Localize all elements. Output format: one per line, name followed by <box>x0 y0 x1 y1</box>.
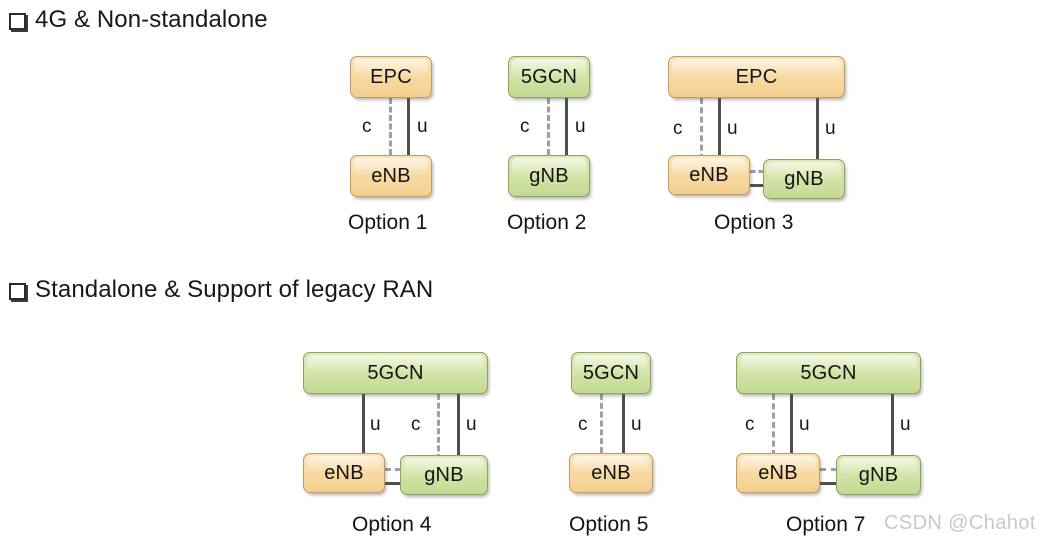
node-label: eNB <box>758 461 798 484</box>
node-radio-gnb[interactable]: gNB <box>400 455 488 495</box>
node-label: eNB <box>371 164 411 187</box>
edge-label-u-right: u <box>466 414 477 435</box>
link-control-plane-dashed <box>437 394 440 460</box>
link-enb-gnb-solid <box>750 184 764 187</box>
edge-label-u-left: u <box>727 118 738 139</box>
node-core-5gcn[interactable]: 5GCN <box>736 352 921 394</box>
link-enb-gnb-dashed <box>385 468 401 471</box>
edge-label-u: u <box>417 116 428 137</box>
node-radio-gnb[interactable]: gNB <box>508 155 590 197</box>
option-caption-4: Option 4 <box>352 513 432 536</box>
node-radio-enb[interactable]: eNB <box>303 453 385 493</box>
hollow-square-bullet-icon <box>9 12 26 30</box>
edge-label-c: c <box>362 116 372 137</box>
edge-label-c: c <box>745 414 755 435</box>
edge-label-c: c <box>520 116 530 137</box>
section-heading-sa-legacy: Standalone & Support of legacy RAN <box>9 276 433 304</box>
link-enb-gnb-dashed <box>820 468 837 471</box>
node-label: gNB <box>529 164 569 187</box>
node-radio-enb[interactable]: eNB <box>668 155 750 195</box>
edge-label-u-left: u <box>370 414 381 435</box>
edge-label-u: u <box>631 414 642 435</box>
link-control-plane-dashed <box>772 394 775 456</box>
node-label: eNB <box>324 461 364 484</box>
node-core-5gcn[interactable]: 5GCN <box>508 56 590 98</box>
watermark-text: CSDN @Chahot <box>884 512 1036 534</box>
node-label: 5GCN <box>367 361 424 384</box>
edge-label-c: c <box>411 414 421 435</box>
link-enb-gnb-dashed <box>750 170 764 173</box>
link-user-plane-solid-gnb <box>457 394 460 460</box>
link-user-plane-solid-enb <box>790 394 793 456</box>
node-label: EPC <box>370 65 412 88</box>
option-caption-1: Option 1 <box>348 211 428 234</box>
link-user-plane-solid-enb <box>362 394 365 456</box>
edge-label-c: c <box>578 414 588 435</box>
node-radio-gnb[interactable]: gNB <box>763 159 845 199</box>
node-label: gNB <box>424 463 464 486</box>
option-caption-5: Option 5 <box>569 513 649 536</box>
node-label: 5GCN <box>582 361 640 384</box>
edge-label-u-right: u <box>900 414 911 435</box>
edge-label-u-right: u <box>825 118 836 139</box>
edge-label-u: u <box>575 116 586 137</box>
link-control-plane-dashed <box>547 98 550 155</box>
option-caption-3: Option 3 <box>714 211 794 234</box>
node-label: gNB <box>858 463 899 486</box>
hollow-square-bullet-icon <box>9 282 26 300</box>
link-control-plane-dashed <box>600 394 603 453</box>
node-label: EPC <box>735 65 778 88</box>
edge-label-u-left: u <box>799 414 810 435</box>
option-caption-2: Option 2 <box>507 211 587 234</box>
section-title: Standalone & Support of legacy RAN <box>35 276 434 303</box>
node-label: eNB <box>591 461 631 484</box>
node-label: gNB <box>784 167 824 190</box>
edge-label-c: c <box>673 118 683 139</box>
link-enb-gnb-solid <box>820 482 837 485</box>
link-user-plane-solid <box>407 98 410 155</box>
link-control-plane-dashed <box>389 98 392 155</box>
node-label: eNB <box>689 163 729 186</box>
node-radio-enb[interactable]: eNB <box>350 155 432 197</box>
node-label: 5GCN <box>800 361 857 384</box>
link-user-plane-solid-enb <box>718 98 721 160</box>
link-user-plane-solid-gnb <box>816 98 819 160</box>
node-core-5gcn[interactable]: 5GCN <box>571 352 651 394</box>
section-heading-4g-nsa: 4G & Non-standalone <box>9 6 268 34</box>
option-caption-7: Option 7 <box>786 513 866 536</box>
node-core-epc[interactable]: EPC <box>350 56 432 98</box>
link-control-plane-dashed <box>700 98 703 160</box>
link-user-plane-solid-gnb <box>891 394 894 456</box>
node-core-5gcn[interactable]: 5GCN <box>303 352 488 394</box>
node-label: 5GCN <box>520 65 578 88</box>
node-radio-gnb[interactable]: gNB <box>836 455 921 495</box>
link-enb-gnb-solid <box>385 482 401 485</box>
link-user-plane-solid <box>565 98 568 155</box>
section-title: 4G & Non-standalone <box>35 6 268 33</box>
node-radio-enb[interactable]: eNB <box>736 453 820 493</box>
node-core-epc[interactable]: EPC <box>668 56 845 98</box>
link-user-plane-solid <box>622 394 625 453</box>
node-radio-enb[interactable]: eNB <box>569 453 653 493</box>
